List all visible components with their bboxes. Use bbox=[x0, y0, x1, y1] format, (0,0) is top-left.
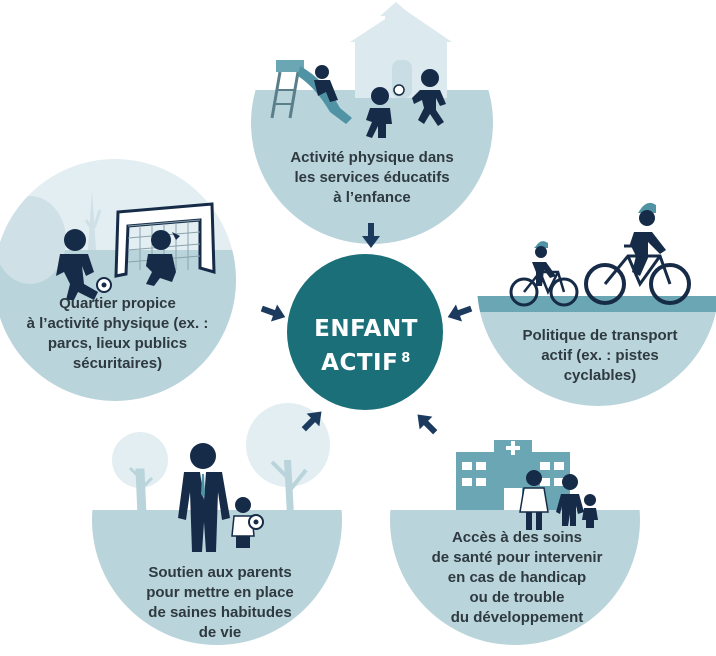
parent-figure-icon bbox=[178, 443, 230, 552]
child-on-slide-icon bbox=[314, 65, 338, 102]
child-kicking-ball-icon bbox=[56, 229, 98, 300]
label-line: à l’enfance bbox=[333, 189, 411, 206]
label-line: de saines habitudes bbox=[148, 604, 292, 621]
label-line: parcs, lieux publics bbox=[47, 335, 188, 352]
arrow-from-top bbox=[362, 223, 380, 248]
arrow-from-bottom-right bbox=[417, 414, 438, 435]
label-line: Soutien aux parents bbox=[148, 564, 292, 581]
slide-icon bbox=[270, 60, 352, 124]
label-line: Accès à des soins bbox=[451, 529, 583, 546]
label-line: les services éducatifs bbox=[294, 169, 450, 186]
soccer-ball-icon bbox=[96, 277, 112, 293]
label-line: Politique de transport bbox=[522, 327, 678, 344]
ball-icon bbox=[393, 84, 405, 96]
label-line: actif (ex. : pistes bbox=[541, 347, 659, 364]
hub-footnote: 8 bbox=[401, 351, 411, 366]
hub-line-2-text: ACTIF bbox=[321, 350, 399, 376]
node-top-label: Activité physique dans les services éduc… bbox=[262, 148, 482, 208]
arrow-from-left bbox=[260, 304, 286, 322]
label-line: de santé pour intervenir bbox=[431, 549, 603, 566]
label-line: Quartier propice bbox=[59, 295, 176, 312]
child-running-icon bbox=[366, 87, 392, 138]
child-with-ball-icon bbox=[231, 497, 264, 548]
arrow-from-right bbox=[447, 304, 473, 322]
tree-icon bbox=[84, 190, 102, 250]
label-line: cyclables) bbox=[563, 367, 637, 384]
hub-line-1: ENFANT bbox=[314, 316, 418, 342]
adult-bicycle-icon bbox=[584, 202, 691, 305]
label-line: du développement bbox=[450, 609, 584, 626]
hospital-building-icon bbox=[456, 440, 570, 510]
node-bottom-left-label: Soutien aux parents pour mettre en place… bbox=[115, 563, 325, 643]
tree-left-icon bbox=[112, 432, 168, 517]
label-line: Activité physique dans bbox=[290, 149, 454, 166]
label-line: en cas de handicap bbox=[447, 569, 587, 586]
arrow-from-bottom-left bbox=[301, 411, 322, 432]
label-line: de vie bbox=[198, 624, 242, 641]
node-bottom-right-label: Accès à des soins de santé pour interven… bbox=[412, 528, 622, 628]
family-figures-icon bbox=[556, 474, 598, 528]
node-left-label: Quartier propice à l’activité physique (… bbox=[10, 294, 225, 374]
doctor-figure-icon bbox=[519, 470, 549, 530]
child-goalkeeper-icon bbox=[146, 230, 180, 286]
child-bicycle-icon bbox=[509, 241, 579, 307]
label-line: à l’activité physique (ex. : bbox=[26, 315, 209, 332]
child-kicking-icon bbox=[412, 69, 446, 126]
label-line: pour mettre en place bbox=[146, 584, 294, 601]
node-right-label: Politique de transport actif (ex. : pist… bbox=[500, 326, 700, 386]
central-hub-circle bbox=[287, 254, 443, 410]
label-line: sécuritaires) bbox=[72, 355, 163, 372]
node-top bbox=[251, 2, 493, 244]
label-line: ou de trouble bbox=[469, 589, 565, 606]
